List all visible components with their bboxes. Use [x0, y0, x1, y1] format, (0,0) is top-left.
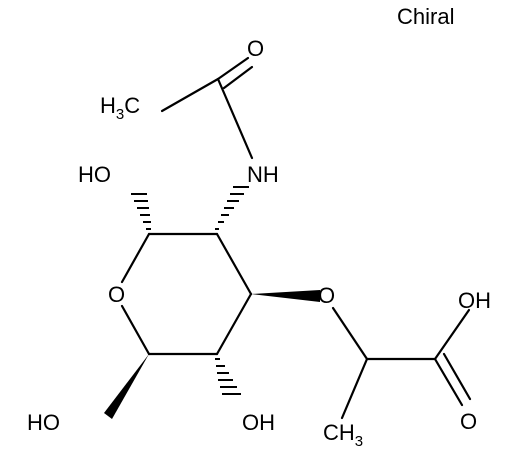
bond-c2-c3: [215, 232, 253, 296]
bond-acid-c-oh: [433, 308, 471, 361]
acid-hydroxyl-label: OH: [458, 288, 491, 313]
bond-carbonyl-n: [216, 77, 254, 160]
ring-oxygen-label: O: [108, 282, 125, 307]
bond-c5-o: [120, 304, 151, 356]
lactyl-methyl-label: CH3: [323, 420, 363, 450]
bond-o-c1: [120, 232, 151, 284]
ring-hydroxyl-label: OH: [242, 410, 275, 435]
wedge-c5-ch2: [104, 354, 149, 419]
bond-acid-double-a: [433, 357, 464, 407]
carbonyl-oxygen-label: O: [247, 36, 264, 61]
chiral-flag: Chiral: [397, 4, 454, 29]
bond-ether-o-ch: [331, 306, 369, 361]
bond-carbonyl-double-a: [216, 56, 250, 81]
nh-label: NH: [247, 162, 279, 187]
bond-ch-methyl: [340, 357, 369, 420]
bond-carbonyl-double-b: [222, 65, 254, 90]
bond-methyl-carbonyl: [160, 77, 220, 113]
wedge-c3-ether-o: [251, 290, 320, 302]
bond-acid-double-b: [442, 352, 472, 401]
hash-c1-oh: [131, 193, 151, 230]
acetyl-methyl-label: H3C: [100, 93, 140, 123]
acid-carbonyl-oxygen-label: O: [460, 409, 477, 434]
hash-c2-n: [215, 186, 249, 230]
hash-c4-oh: [215, 358, 241, 395]
hydroxymethyl-label: HO: [27, 410, 60, 435]
anomeric-hydroxyl-label: HO: [78, 162, 111, 187]
ether-oxygen-label: O: [318, 283, 335, 308]
bond-c3-c4: [215, 292, 253, 356]
